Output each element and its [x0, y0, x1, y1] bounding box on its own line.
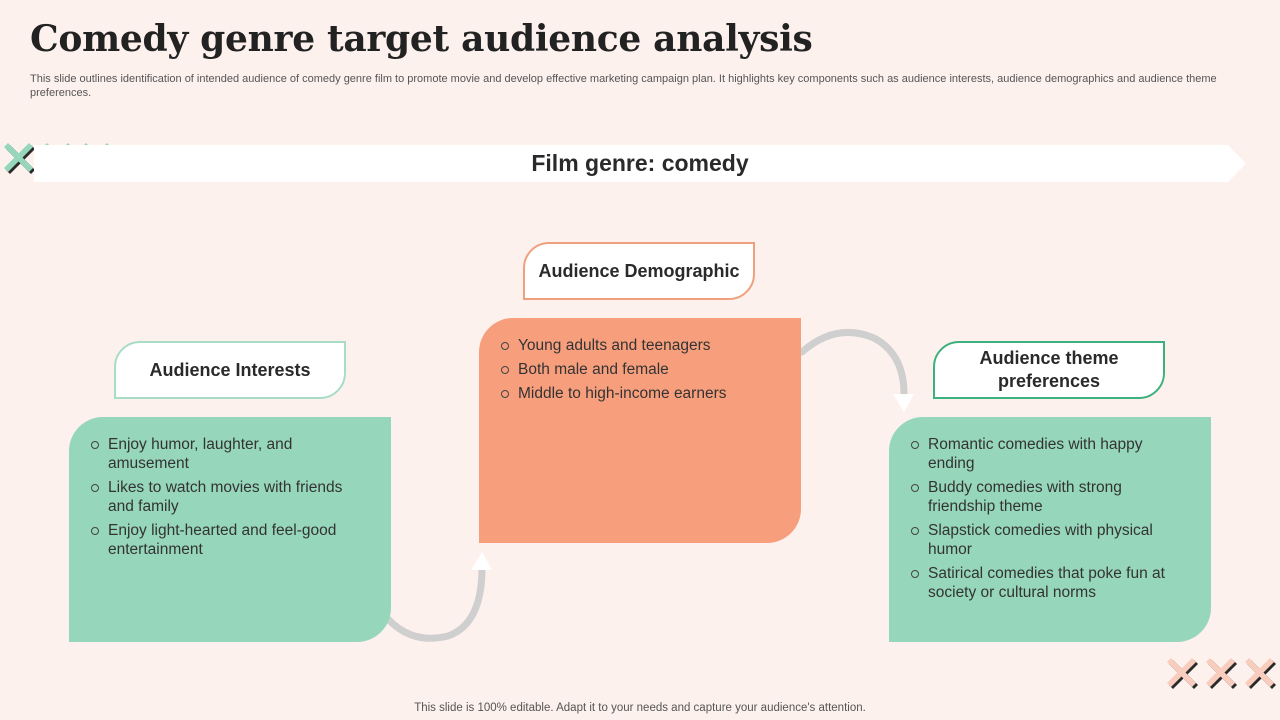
audience-theme-list: Romantic comedies with happy ending Budd… — [909, 435, 1191, 602]
list-item: Young adults and teenagers — [499, 336, 781, 355]
audience-interests-list: Enjoy humor, laughter, and amusement Lik… — [89, 435, 371, 559]
curved-arrow-icon — [798, 329, 914, 412]
audience-theme-heading: Audience theme preferences — [933, 341, 1165, 399]
list-item: Buddy comedies with strong friendship th… — [909, 478, 1191, 516]
audience-interests-card: Enjoy humor, laughter, and amusement Lik… — [69, 417, 391, 642]
list-item: Enjoy light-hearted and feel-good entert… — [89, 521, 371, 559]
audience-demographic-heading-text: Audience Demographic — [538, 260, 740, 281]
list-item: Likes to watch movies with friends and f… — [89, 478, 371, 516]
list-item: Romantic comedies with happy ending — [909, 435, 1191, 473]
audience-theme-heading-text: Audience theme preferences — [979, 348, 1119, 391]
audience-interests-heading-text: Audience Interests — [149, 359, 311, 380]
audience-interests-heading: Audience Interests — [114, 341, 346, 399]
footer-note: This slide is 100% editable. Adapt it to… — [414, 702, 866, 714]
cross-icon — [1206, 658, 1237, 689]
audience-demographic-heading: Audience Demographic — [523, 242, 755, 300]
bottom-cross-decoration — [1167, 658, 1278, 691]
audience-demographic-list: Young adults and teenagers Both male and… — [499, 336, 781, 403]
list-item: Slapstick comedies with physical humor — [909, 521, 1191, 559]
cross-icon — [1245, 658, 1276, 689]
cross-icon — [4, 143, 35, 174]
curved-arrow-icon — [378, 552, 492, 642]
page-subtitle: This slide outlines identification of in… — [30, 73, 1217, 99]
list-item: Both male and female — [499, 360, 781, 379]
cross-icon — [1167, 658, 1198, 689]
list-item: Satirical comedies that poke fun at soci… — [909, 564, 1191, 602]
audience-demographic-card: Young adults and teenagers Both male and… — [479, 318, 801, 543]
list-item: Middle to high-income earners — [499, 384, 781, 403]
genre-banner: Film genre: comedy — [34, 145, 1246, 182]
genre-banner-text: Film genre: comedy — [531, 150, 749, 176]
audience-theme-card: Romantic comedies with happy ending Budd… — [889, 417, 1211, 642]
list-item: Enjoy humor, laughter, and amusement — [89, 435, 371, 473]
page-title: Comedy genre target audience analysis — [30, 18, 813, 60]
